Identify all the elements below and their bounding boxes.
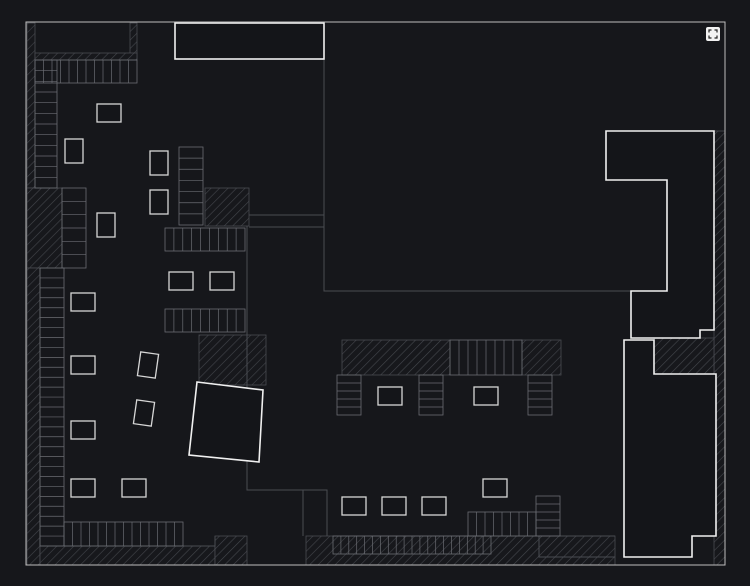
seating-row — [336, 374, 362, 416]
wall-line — [183, 536, 216, 547]
hatched-area — [26, 187, 63, 269]
plan-border — [25, 21, 726, 566]
seating-row — [164, 227, 246, 252]
zone-top-entrance[interactable] — [174, 22, 325, 60]
seating-row — [34, 59, 58, 189]
hatched-area — [305, 535, 616, 566]
table[interactable] — [96, 103, 122, 123]
hatched-area — [198, 334, 267, 386]
table[interactable] — [421, 496, 447, 516]
hatched-area — [26, 267, 41, 566]
seating-row — [164, 308, 246, 333]
table[interactable] — [121, 478, 147, 498]
hatched-walls — [26, 22, 726, 566]
table[interactable] — [168, 271, 194, 291]
table[interactable] — [70, 420, 96, 440]
zone-right-lower-room[interactable] — [623, 339, 717, 558]
seating-row — [39, 267, 65, 547]
hatched-area — [214, 535, 248, 566]
table[interactable] — [381, 496, 407, 516]
wall-line — [538, 535, 615, 558]
seating-row — [178, 146, 204, 226]
seating-row — [61, 187, 87, 269]
table[interactable] — [96, 212, 116, 238]
seating-row — [535, 495, 561, 537]
table[interactable] — [377, 386, 403, 406]
hatched-area — [39, 545, 216, 566]
table[interactable] — [149, 189, 169, 215]
table[interactable] — [209, 271, 235, 291]
seating-row — [63, 521, 184, 547]
hatched-area — [34, 52, 138, 61]
table[interactable] — [136, 351, 160, 379]
table[interactable] — [70, 292, 96, 312]
seating-row — [418, 374, 444, 416]
hatched-area — [204, 187, 250, 227]
seating-row — [332, 535, 492, 555]
table[interactable] — [70, 355, 96, 375]
seating-row — [527, 374, 553, 416]
wall-line — [246, 226, 304, 536]
hatched-area — [653, 337, 715, 375]
fullscreen-icon — [708, 29, 718, 39]
hatched-area — [26, 22, 36, 189]
table[interactable] — [341, 496, 367, 516]
hatched-area — [521, 339, 562, 376]
table[interactable] — [149, 150, 169, 176]
table[interactable] — [70, 478, 96, 498]
hatched-area — [341, 339, 451, 376]
zones — [174, 22, 717, 558]
tables — [64, 103, 508, 516]
seating-row — [449, 339, 523, 376]
zone-right-upper-room[interactable] — [605, 130, 715, 339]
wall-line — [303, 489, 328, 536]
fullscreen-button[interactable] — [706, 27, 720, 41]
wall-line — [323, 23, 631, 292]
table[interactable] — [64, 138, 84, 164]
table[interactable] — [473, 386, 499, 406]
table[interactable] — [482, 478, 508, 498]
zone-stage-square[interactable] — [188, 381, 264, 463]
wall-lines — [183, 23, 631, 558]
table[interactable] — [132, 399, 156, 427]
